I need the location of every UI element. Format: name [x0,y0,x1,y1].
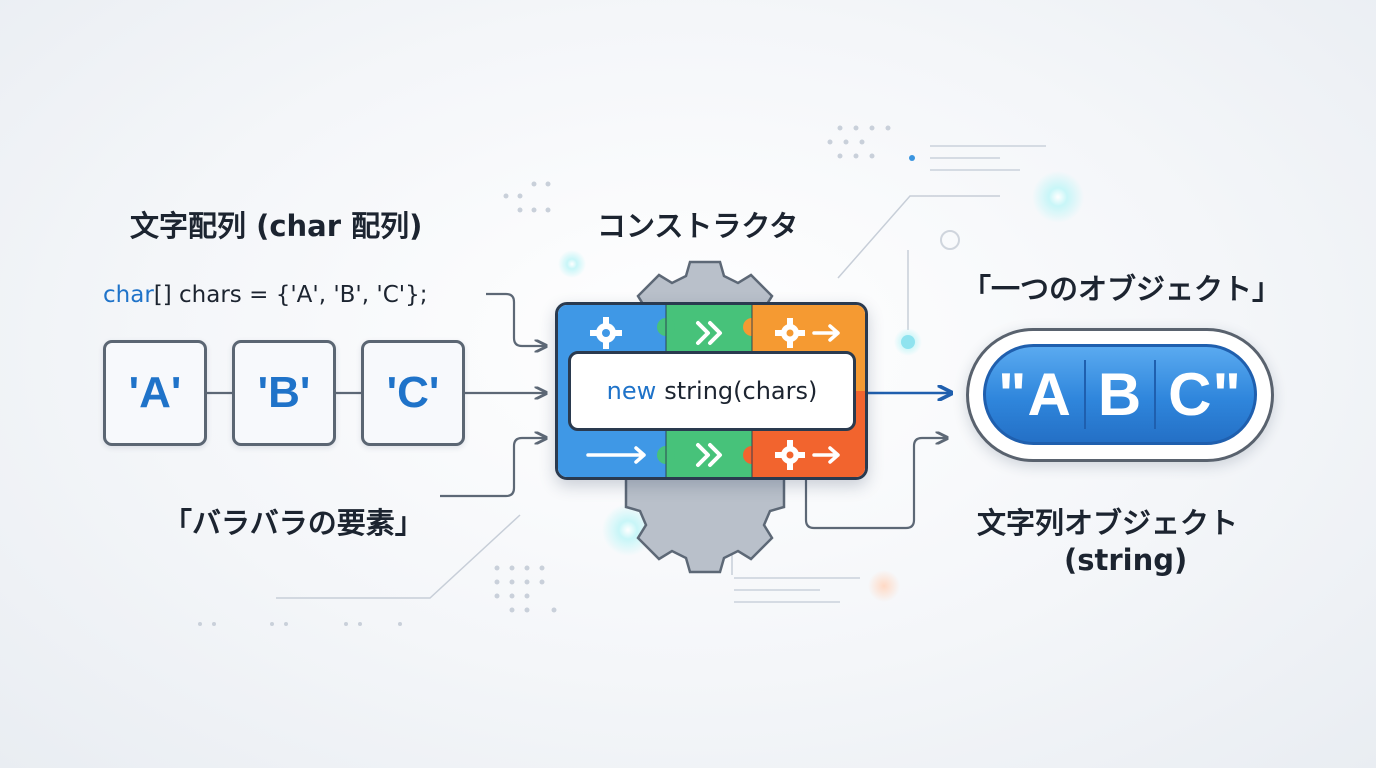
char-box-b: 'B' [232,340,336,446]
double-chevron-icon [696,321,722,345]
call-keyword: new [606,377,657,405]
input-arrows [440,292,545,498]
code-keyword: char [103,282,154,308]
string-part-close: C" [1168,361,1242,428]
decorative-dots [198,125,891,626]
call-rest: string(chars) [664,377,818,405]
code-declaration: char[] chars = {'A', 'B', 'C'}; [103,282,427,308]
string-part-open: "A [998,361,1072,428]
string-part-mid: B [1083,360,1157,429]
decorative-text-lines [734,145,1046,603]
return-arrow [804,438,946,530]
constructor-title: コンストラクタ [597,209,799,243]
string-type-label: (string) [1064,543,1188,577]
gear-icon [590,317,622,349]
char-array-title: 文字配列 (char 配列) [130,209,423,243]
arrow-right-icon [586,446,646,464]
code-rest: [] chars = {'A', 'B', 'C'}; [153,282,428,308]
gear-arrow-icon [775,318,840,348]
string-object-label: 文字列オブジェクト [977,506,1239,540]
char-box-c: 'C' [361,340,465,446]
object-title: 「一つのオブジェクト」 [962,272,1282,306]
double-chevron-icon [696,443,722,467]
scatter-elements-label: 「バラバラの要素」 [163,506,424,540]
gear-arrow-icon [775,440,840,470]
string-object-value: "A B C" [983,344,1257,445]
char-box-a: 'A' [103,340,207,446]
